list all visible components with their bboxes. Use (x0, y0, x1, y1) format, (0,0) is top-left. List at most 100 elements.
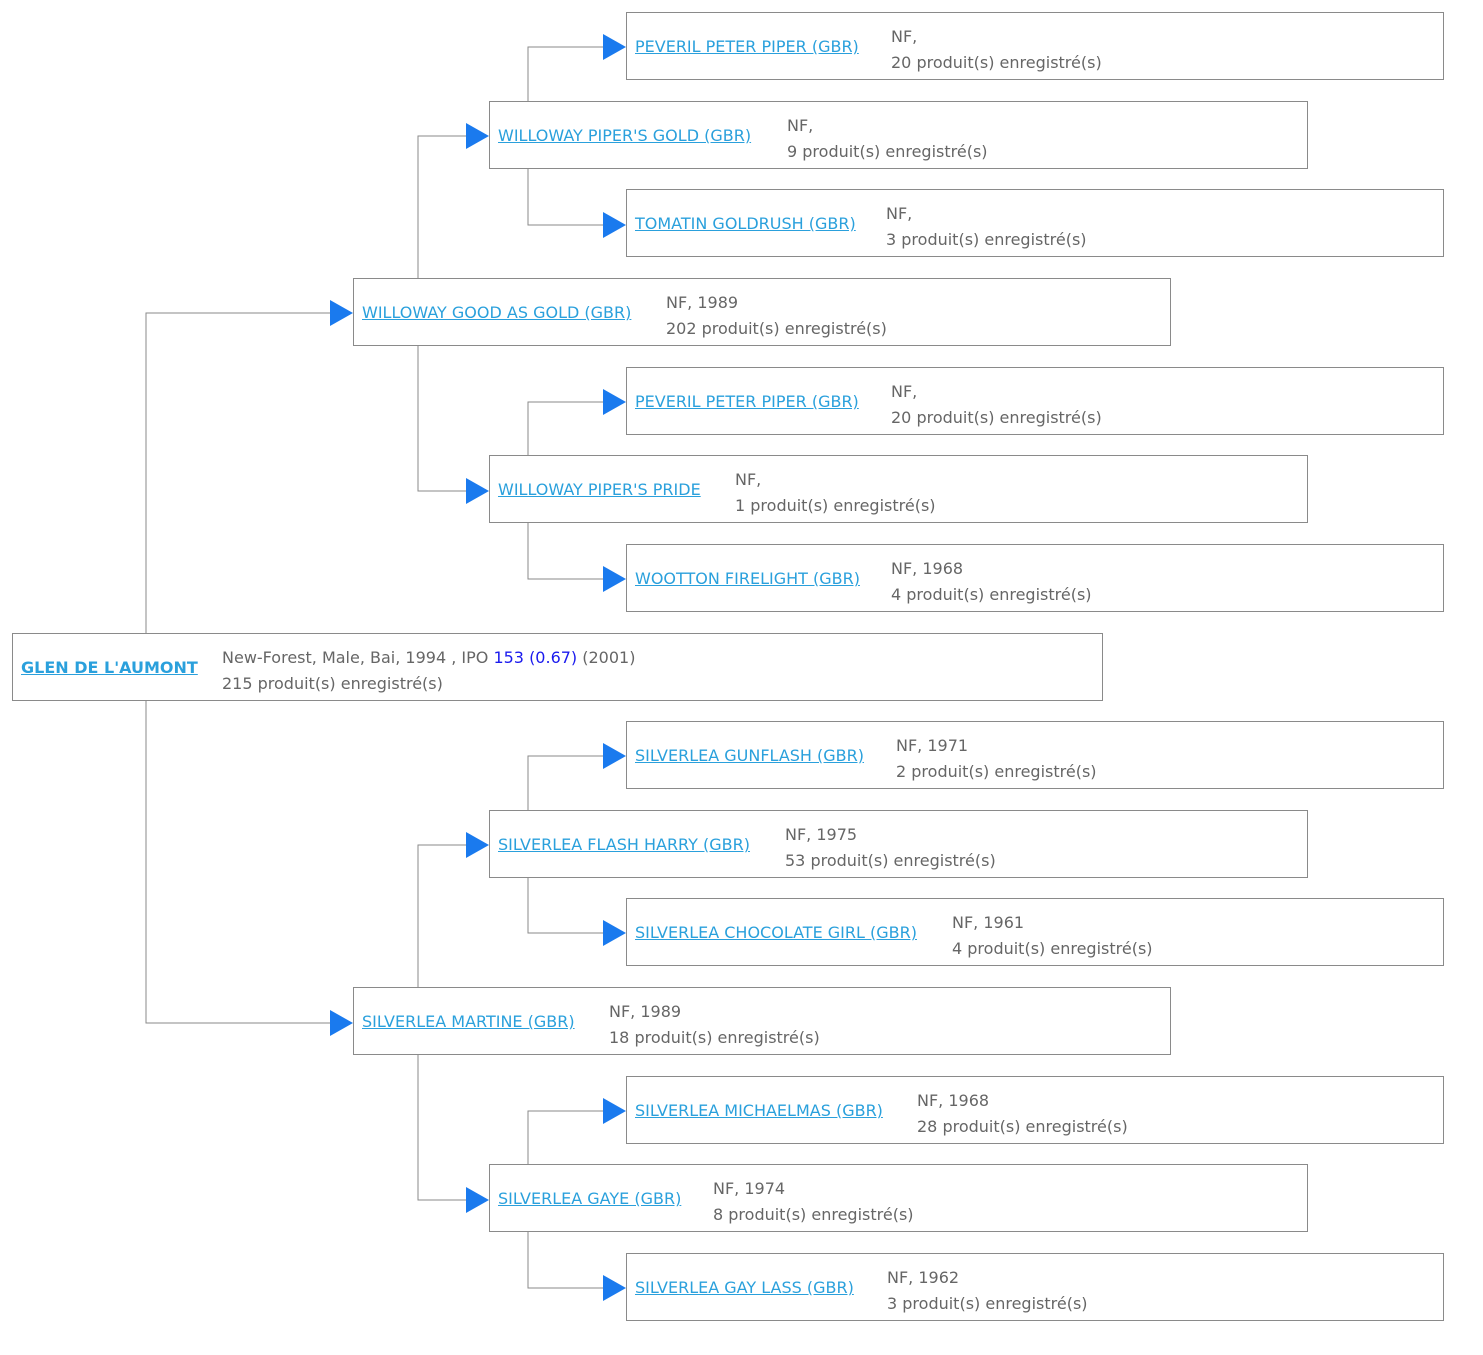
connector-line (417, 135, 467, 278)
horse-link[interactable]: WILLOWAY PIPER'S PRIDE (498, 480, 701, 499)
horse-produits: 9 produit(s) enregistré(s) (787, 142, 988, 161)
horse-produits: 3 produit(s) enregistré(s) (886, 230, 1087, 249)
connector-line (527, 755, 604, 810)
triangle-right-arrow-icon (603, 389, 626, 415)
horse-link[interactable]: PEVERIL PETER PIPER (GBR) (635, 37, 859, 56)
horse-produits: 2 produit(s) enregistré(s) (896, 762, 1097, 781)
horse-details: NF, 1975 (785, 825, 858, 844)
horse-link[interactable]: SILVERLEA GAY LASS (GBR) (635, 1278, 854, 1297)
horse-link[interactable]: SILVERLEA CHOCOLATE GIRL (GBR) (635, 923, 917, 942)
horse-details: NF, (891, 382, 918, 401)
horse-produits: 3 produit(s) enregistré(s) (887, 1294, 1088, 1313)
horse-details: NF, 1971 (896, 736, 969, 755)
horse-link[interactable]: PEVERIL PETER PIPER (GBR) (635, 392, 859, 411)
connector-line (527, 168, 604, 226)
horse-details: NF, 1974 (713, 1179, 786, 1198)
horse-link[interactable]: TOMATIN GOLDRUSH (GBR) (635, 214, 856, 233)
root-info-suffix: (2001) (577, 648, 636, 667)
horse-info: NF, 1975 53 produit(s) enregistré(s) (785, 822, 996, 874)
horse-info: NF, 1971 2 produit(s) enregistré(s) (896, 733, 1097, 785)
triangle-right-arrow-icon (603, 1098, 626, 1124)
root-produits: 215 produit(s) enregistré(s) (222, 674, 443, 693)
horse-produits: 4 produit(s) enregistré(s) (891, 585, 1092, 604)
triangle-right-arrow-icon (603, 1275, 626, 1301)
horse-info: NF, 20 produit(s) enregistré(s) (891, 24, 1102, 76)
triangle-right-arrow-icon (603, 920, 626, 946)
sire-box: WILLOWAY GOOD AS GOLD (GBR) NF, 1989 202… (353, 278, 1171, 346)
horse-produits: 53 produit(s) enregistré(s) (785, 851, 996, 870)
horse-info: NF, 3 produit(s) enregistré(s) (886, 201, 1087, 253)
horse-link[interactable]: SILVERLEA MARTINE (GBR) (362, 1012, 575, 1031)
dam-dam-box: SILVERLEA GAYE (GBR) NF, 1974 8 produit(… (489, 1164, 1308, 1232)
dam-sire-box: SILVERLEA FLASH HARRY (GBR) NF, 1975 53 … (489, 810, 1308, 878)
connector-line (417, 1054, 467, 1201)
dss-box: SILVERLEA GUNFLASH (GBR) NF, 1971 2 prod… (626, 721, 1444, 789)
connector-line (527, 46, 604, 101)
sire-sire-box: WILLOWAY PIPER'S GOLD (GBR) NF, 9 produi… (489, 101, 1308, 169)
horse-details: NF, (886, 204, 913, 223)
horse-link[interactable]: SILVERLEA GUNFLASH (GBR) (635, 746, 865, 765)
horse-produits: 28 produit(s) enregistré(s) (917, 1117, 1128, 1136)
triangle-right-arrow-icon (603, 212, 626, 238)
horse-link[interactable]: SILVERLEA FLASH HARRY (GBR) (498, 835, 750, 854)
sire-dam-box: WILLOWAY PIPER'S PRIDE NF, 1 produit(s) … (489, 455, 1308, 523)
horse-produits: 20 produit(s) enregistré(s) (891, 408, 1102, 427)
horse-details: NF, 1961 (952, 913, 1025, 932)
horse-link[interactable]: WILLOWAY PIPER'S GOLD (GBR) (498, 126, 752, 145)
horse-info: NF, 1962 3 produit(s) enregistré(s) (887, 1265, 1088, 1317)
pedigree-root-box: GLEN DE L'AUMONT New-Forest, Male, Bai, … (12, 633, 1103, 701)
horse-details: NF, 1962 (887, 1268, 960, 1287)
horse-link[interactable]: SILVERLEA MICHAELMAS (GBR) (635, 1101, 883, 1120)
dsd-box: SILVERLEA CHOCOLATE GIRL (GBR) NF, 1961 … (626, 898, 1444, 966)
horse-produits: 4 produit(s) enregistré(s) (952, 939, 1153, 958)
ssd-box: TOMATIN GOLDRUSH (GBR) NF, 3 produit(s) … (626, 189, 1444, 257)
ddd-box: SILVERLEA GAY LASS (GBR) NF, 1962 3 prod… (626, 1253, 1444, 1321)
horse-produits: 8 produit(s) enregistré(s) (713, 1205, 914, 1224)
horse-info: NF, 20 produit(s) enregistré(s) (891, 379, 1102, 431)
sds-box: PEVERIL PETER PIPER (GBR) NF, 20 produit… (626, 367, 1444, 435)
horse-link[interactable]: WOOTTON FIRELIGHT (GBR) (635, 569, 860, 588)
sdd-box: WOOTTON FIRELIGHT (GBR) NF, 1968 4 produ… (626, 544, 1444, 612)
triangle-right-arrow-icon (603, 566, 626, 592)
root-horse-link[interactable]: GLEN DE L'AUMONT (21, 658, 198, 677)
horse-details: NF, 1989 (609, 1002, 682, 1021)
horse-details: NF, 1968 (917, 1091, 990, 1110)
triangle-right-arrow-icon (330, 300, 353, 326)
horse-link[interactable]: SILVERLEA GAYE (GBR) (498, 1189, 682, 1208)
triangle-right-arrow-icon (603, 34, 626, 60)
horse-link[interactable]: WILLOWAY GOOD AS GOLD (GBR) (362, 303, 632, 322)
connector-line (527, 1231, 604, 1289)
horse-details: NF, (787, 116, 814, 135)
connector-line (527, 401, 604, 455)
root-info-prefix: New-Forest, Male, Bai, 1994 , IPO (222, 648, 494, 667)
triangle-right-arrow-icon (466, 1187, 489, 1213)
root-ipo-value: 153 (0.67) (493, 648, 578, 667)
horse-produits: 202 produit(s) enregistré(s) (666, 319, 887, 338)
connector-line (527, 877, 604, 934)
root-info: New-Forest, Male, Bai, 1994 , IPO 153 (0… (222, 645, 635, 697)
connector-line (417, 844, 467, 987)
dds-box: SILVERLEA MICHAELMAS (GBR) NF, 1968 28 p… (626, 1076, 1444, 1144)
connector-line (417, 345, 467, 492)
triangle-right-arrow-icon (330, 1010, 353, 1036)
horse-info: NF, 1968 4 produit(s) enregistré(s) (891, 556, 1092, 608)
horse-info: NF, 1974 8 produit(s) enregistré(s) (713, 1176, 914, 1228)
triangle-right-arrow-icon (466, 123, 489, 149)
horse-info: NF, 1989 202 produit(s) enregistré(s) (666, 290, 887, 342)
connector-line (145, 312, 331, 633)
horse-produits: 20 produit(s) enregistré(s) (891, 53, 1102, 72)
horse-produits: 1 produit(s) enregistré(s) (735, 496, 936, 515)
connector-line (145, 700, 331, 1024)
dam-box: SILVERLEA MARTINE (GBR) NF, 1989 18 prod… (353, 987, 1171, 1055)
horse-info: NF, 1989 18 produit(s) enregistré(s) (609, 999, 820, 1051)
triangle-right-arrow-icon (466, 478, 489, 504)
horse-info: NF, 9 produit(s) enregistré(s) (787, 113, 988, 165)
connector-line (527, 1110, 604, 1164)
horse-info: NF, 1968 28 produit(s) enregistré(s) (917, 1088, 1128, 1140)
horse-info: NF, 1 produit(s) enregistré(s) (735, 467, 936, 519)
horse-details: NF, (891, 27, 918, 46)
triangle-right-arrow-icon (466, 832, 489, 858)
sss-box: PEVERIL PETER PIPER (GBR) NF, 20 produit… (626, 12, 1444, 80)
horse-details: NF, 1989 (666, 293, 739, 312)
